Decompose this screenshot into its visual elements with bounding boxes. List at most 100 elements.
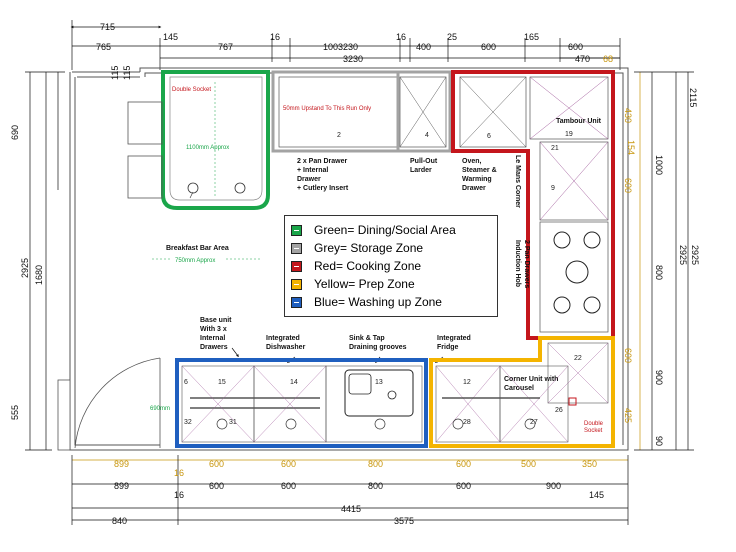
dim-767: 767 [218, 42, 233, 52]
unit-28: 28 [463, 419, 471, 426]
legend-swatch-yellow [291, 278, 302, 290]
unit-6b: 6 [184, 379, 188, 386]
dim-400: 400 [416, 42, 431, 52]
dim-r-600a: 600 [623, 178, 633, 193]
dim-b-600c: 600 [456, 459, 471, 469]
dim-b-600f: 600 [456, 481, 471, 491]
dim-r-430: 430 [623, 108, 633, 123]
unit-14: 14 [290, 379, 298, 386]
dim-b-16a: 16 [174, 468, 184, 478]
unit-15: 15 [218, 379, 226, 386]
unit-6a: 6 [487, 133, 491, 140]
dim-r-90: 90 [654, 436, 664, 446]
dim-145: 145 [163, 32, 178, 42]
dim-b-899a: 899 [114, 459, 129, 469]
door [57, 357, 161, 451]
bottom-dimension-lines [71, 455, 629, 525]
approx-690-label: 690mm [150, 406, 170, 412]
upstand-label: 50mm Upstand To This Run Only [283, 106, 371, 112]
approx-1100-label: 1100mm Approx [186, 145, 229, 151]
le-mans-label: Le Mans Corner [514, 155, 521, 208]
yellow-zone: 12 28 27 26 22 [429, 336, 615, 448]
dim-r-900: 900 [654, 370, 664, 385]
dim-b-840: 840 [112, 516, 127, 526]
dim-r-2115: 2115 [688, 88, 698, 107]
dim-b-500: 500 [521, 459, 536, 469]
unit-9: 9 [551, 185, 555, 192]
unit-26: 26 [555, 407, 563, 414]
legend-text-red: Red= Cooking Zone [314, 259, 422, 273]
legend-item-yellow: Yellow= Prep Zone [291, 275, 491, 293]
unit-27: 27 [530, 419, 538, 426]
dim-16b: 16 [396, 32, 406, 42]
dim-r-425: 425 [623, 408, 633, 423]
dim-16a: 16 [270, 32, 280, 42]
dim-b-800a: 800 [368, 459, 383, 469]
blue-zone: 6 15 14 13 31 32 [175, 358, 428, 448]
dim-25: 25 [447, 32, 457, 42]
dim-l-690: 690 [10, 125, 20, 140]
unit-21: 21 [551, 145, 559, 152]
dim-r-154: 154 [626, 140, 636, 155]
grey-zone: 50mm Upstand To This Run Only 2 4 [271, 70, 452, 153]
dim-l-115b: 115 [122, 66, 132, 80]
unit-19: 19 [565, 131, 573, 138]
dim-b-800b: 800 [368, 481, 383, 491]
dim-b-3575: 3575 [394, 516, 414, 526]
legend-text-green: Green= Dining/Social Area [314, 223, 456, 237]
dim-b-600a: 600 [209, 459, 224, 469]
dim-b-4415: 4415 [341, 504, 361, 514]
green-zone: Double Socket 1100mm Approx [127, 70, 270, 210]
dim-715: 715 [100, 22, 115, 32]
dim-b-600e: 600 [281, 481, 296, 491]
legend-item-red: Red= Cooking Zone [291, 257, 491, 275]
dim-b-600d: 600 [209, 481, 224, 491]
dim-l-1680: 1680 [34, 265, 44, 285]
dim-r-1000: 1000 [654, 155, 664, 175]
dim-765: 765 [96, 42, 111, 52]
unit-31: 31 [229, 419, 237, 426]
approx-750-label: 750mm Approx [175, 258, 215, 264]
legend-text-grey: Grey= Storage Zone [314, 241, 424, 255]
unit-13: 13 [375, 379, 383, 386]
dim-l-2925: 2925 [20, 258, 30, 278]
left-dimension-lines [25, 71, 65, 451]
right-dimension-lines [634, 71, 694, 451]
legend-text-blue: Blue= Washing up Zone [314, 295, 442, 309]
legend-item-blue: Blue= Washing up Zone [291, 293, 491, 311]
top-dimension-labels: 715 765 145 767 16 1003230 16 400 25 600… [96, 22, 613, 64]
legend-swatch-blue [291, 296, 302, 308]
dim-b-900: 900 [546, 481, 561, 491]
dim-b-899b: 899 [114, 481, 129, 491]
right-dimension-labels: 2115 430 154 1000 600 800 2925 2925 600 … [623, 88, 700, 446]
dim-r-2925b: 2925 [690, 245, 700, 265]
legend-swatch-red [291, 260, 302, 272]
dim-b-600b: 600 [281, 459, 296, 469]
dim-600a: 600 [481, 42, 496, 52]
unit-22: 22 [574, 355, 582, 362]
dim-165: 165 [524, 32, 539, 42]
double-socket-top-label: Double Socket [172, 87, 211, 93]
unit-32: 32 [184, 419, 192, 426]
dim-600b: 600 [568, 42, 583, 52]
legend-swatch-grey [291, 242, 302, 254]
breakfast-label: Breakfast Bar Area [166, 245, 229, 252]
tambour-label: Tambour Unit [556, 118, 602, 125]
legend-swatch-green [291, 224, 302, 236]
dim-68: 68 [603, 54, 613, 64]
dim-l-115a: 115 [110, 66, 120, 80]
unit-2: 2 [337, 132, 341, 139]
dim-r-600b: 600 [623, 348, 633, 363]
unit-4: 4 [425, 132, 429, 139]
unit-12: 12 [463, 379, 471, 386]
dim-1003230: 1003230 [323, 42, 358, 52]
bottom-dimension-labels: 899 600 600 800 600 500 350 16 899 16 60… [112, 459, 604, 526]
